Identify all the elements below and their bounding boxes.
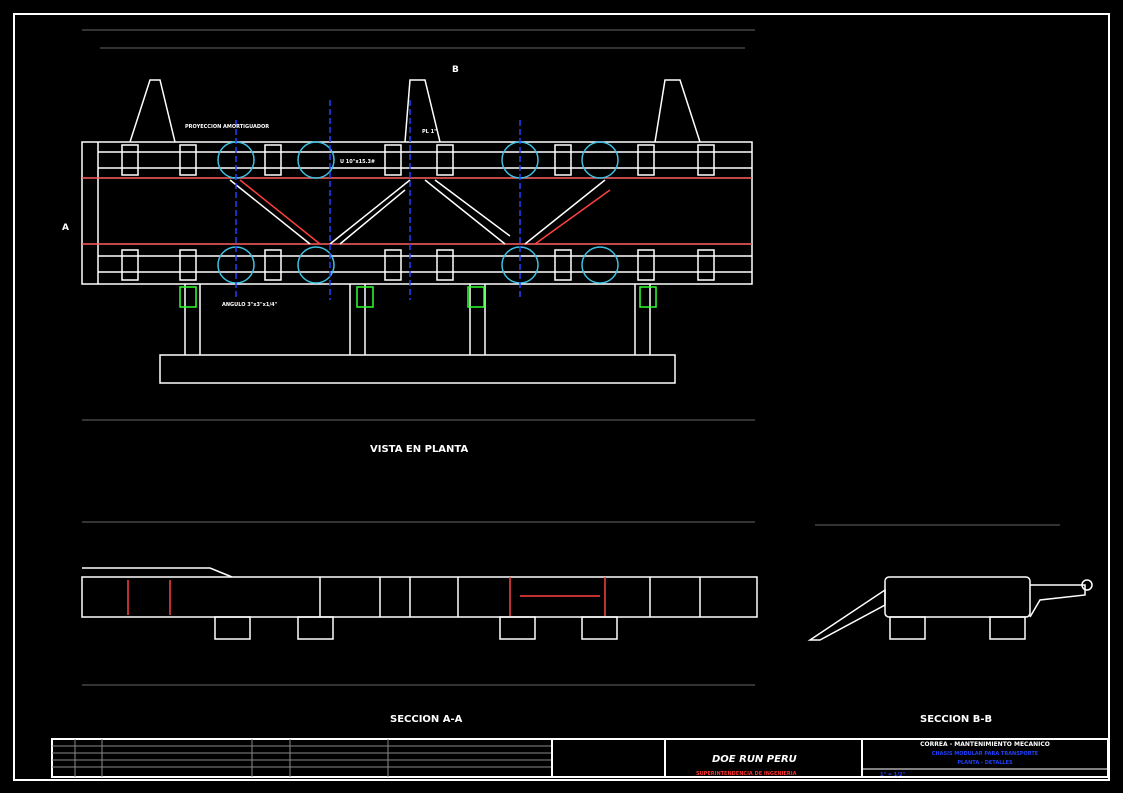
drawing-border (13, 13, 1110, 781)
bolt-block (384, 249, 402, 281)
bolt-block (637, 249, 655, 281)
bolt-block (179, 144, 197, 176)
bolt-block (554, 144, 572, 176)
bolt-block (436, 249, 454, 281)
title-block (51, 738, 1109, 778)
revision-grid (52, 739, 552, 777)
plate-label: PL 1" (422, 129, 437, 135)
section-b-marker-top: B (452, 65, 459, 75)
bolt-block (121, 144, 139, 176)
company-logo: DOE RUN PERU (712, 754, 797, 765)
drawing-subtitle-1: CHASIS MODULAR PARA TRANSPORTE (932, 751, 1039, 757)
section-b-b (807, 524, 1093, 641)
bolt-block (436, 144, 454, 176)
scale-value: 1" = 1/2" (880, 772, 906, 778)
angle-label: ANGULO 3"x3"x1/4" (222, 302, 278, 308)
plan-view-title: VISTA EN PLANTA (370, 444, 468, 455)
damper-label: PROYECCION AMORTIGUADOR (185, 124, 269, 130)
section-a-title: SECCION A-A (390, 714, 463, 725)
bolt-block (637, 144, 655, 176)
bolt-block (697, 144, 715, 176)
bolt-block (179, 249, 197, 281)
bolt-block (554, 249, 572, 281)
bolt-block (264, 144, 282, 176)
bolt-block (697, 249, 715, 281)
plan-view (81, 29, 755, 421)
section-a-marker: A (62, 223, 69, 233)
section-a-a (81, 521, 758, 686)
bolt-block (264, 249, 282, 281)
drawing-subtitle-2: PLANTA - DETALLES (957, 760, 1013, 766)
section-b-title: SECCION B-B (920, 714, 992, 725)
bolt-block (384, 144, 402, 176)
channel-label: U 10"x15.3# (340, 159, 375, 165)
drawing-title: CORREA - MANTENIMIENTO MECANICO (920, 741, 1050, 748)
bolt-block (121, 249, 139, 281)
department-label: SUPERINTENDENCIA DE INGENIERIA (696, 771, 797, 777)
